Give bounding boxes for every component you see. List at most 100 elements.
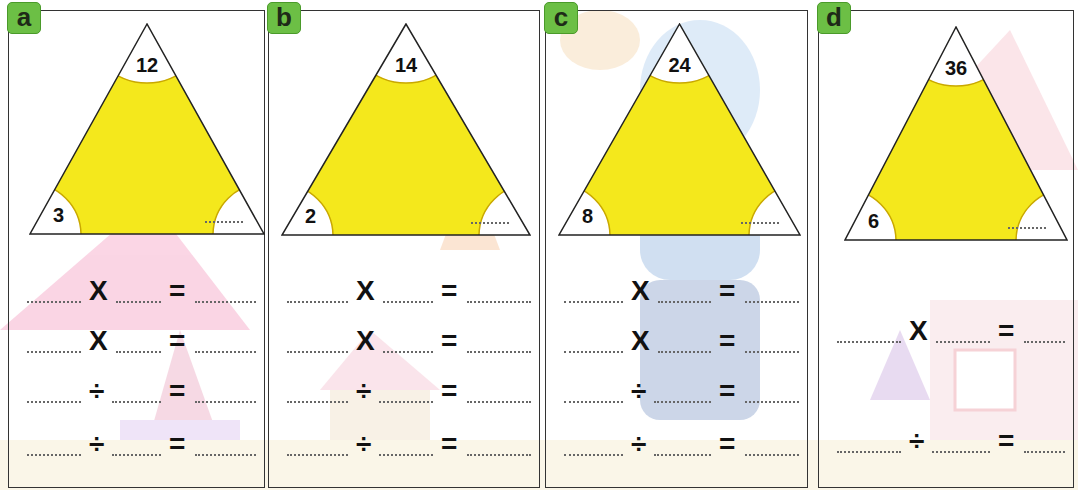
number-triangle: 366 — [844, 26, 1068, 241]
answer-blank — [287, 351, 348, 353]
operator-sign: ÷ — [631, 428, 646, 460]
answer-blank — [383, 351, 433, 353]
triangle-fill-group — [558, 23, 801, 236]
answer-blank — [27, 454, 81, 456]
equals-sign: = — [169, 428, 185, 460]
operator-sign: X — [631, 275, 650, 307]
factor-number: 3 — [53, 203, 64, 227]
operator-sign: X — [909, 315, 928, 347]
exercise-panel: cX=X=÷=÷=248 — [545, 10, 808, 488]
answer-blank — [467, 454, 531, 456]
number-triangle: 12 3 — [29, 23, 265, 235]
answer-blank — [936, 341, 990, 343]
answer-blank — [564, 301, 623, 303]
exercise-panel: aX=X=÷=÷=123 — [8, 10, 265, 488]
answer-blank — [658, 301, 711, 303]
equals-sign: = — [719, 428, 735, 460]
operator-sign: X — [356, 325, 375, 357]
equals-sign: = — [169, 375, 185, 407]
equals-sign: = — [441, 275, 457, 307]
number-triangle: 142 — [281, 23, 531, 236]
factor-number: 8 — [582, 204, 593, 228]
answer-blank — [745, 401, 799, 403]
equals-sign: = — [441, 325, 457, 357]
answer-blank — [195, 351, 256, 353]
panel-badge: c — [544, 2, 578, 34]
operator-sign: X — [89, 275, 108, 307]
boy-figure — [640, 280, 760, 420]
answer-blank — [745, 351, 799, 353]
answer-blank — [467, 401, 531, 403]
corner-sector — [213, 183, 265, 235]
answer-blank — [837, 451, 901, 453]
equals-sign: = — [441, 428, 457, 460]
answer-blank — [745, 301, 799, 303]
answer-blank — [379, 454, 433, 456]
operator-sign: ÷ — [356, 428, 371, 460]
corner-sector — [844, 189, 896, 241]
panel-letter: a — [8, 3, 40, 31]
triangle-fill-group — [29, 23, 265, 235]
corner-sector — [29, 183, 81, 235]
equals-sign: = — [998, 315, 1014, 347]
answer-blank — [471, 222, 509, 224]
house-window — [955, 350, 1015, 410]
operator-sign: ÷ — [89, 428, 104, 460]
answer-blank — [564, 351, 623, 353]
corner-sector — [896, 26, 1016, 86]
exercise-panel: dX=÷=366 — [818, 10, 1074, 488]
answer-blank — [379, 401, 433, 403]
panel-badge: a — [7, 2, 41, 34]
roof-shape — [320, 330, 440, 390]
triangle-border — [559, 24, 800, 235]
operator-sign: X — [89, 325, 108, 357]
triangle-border — [282, 24, 530, 235]
answer-blank — [195, 301, 256, 303]
triangle-fill-group — [844, 26, 1068, 241]
answer-blank — [116, 301, 161, 303]
exercise-panel: bX=X=÷=÷=142 — [268, 10, 540, 488]
answer-blank — [564, 454, 623, 456]
triangle-fill-group — [281, 23, 531, 236]
answer-blank — [27, 301, 81, 303]
corner-sector — [87, 23, 207, 83]
answer-blank — [741, 222, 779, 224]
answer-blank — [195, 401, 256, 403]
answer-blank — [112, 454, 161, 456]
answer-blank — [745, 454, 799, 456]
answer-blank — [27, 351, 81, 353]
answer-blank — [467, 351, 531, 353]
answer-blank — [654, 454, 711, 456]
corner-sector — [620, 23, 740, 83]
answer-blank — [467, 301, 531, 303]
answer-blank — [27, 401, 81, 403]
answer-blank — [1024, 451, 1065, 453]
factor-number: 6 — [868, 209, 879, 233]
operator-sign: ÷ — [909, 425, 924, 457]
panel-letter: d — [818, 3, 850, 31]
answer-blank — [564, 401, 623, 403]
corner-sector — [1016, 189, 1068, 241]
triangle-border — [845, 27, 1067, 240]
answer-blank — [1008, 227, 1046, 229]
answer-blank — [287, 454, 348, 456]
answer-blank — [383, 301, 433, 303]
answer-blank — [1024, 341, 1065, 343]
panel-letter: b — [268, 3, 300, 31]
answer-blank — [658, 351, 711, 353]
answer-blank — [116, 351, 161, 353]
triangle-border — [30, 24, 264, 234]
corner-sector — [346, 23, 466, 83]
factor-number: 2 — [305, 204, 316, 228]
panel-badge: d — [817, 2, 851, 34]
product-number: 12 — [136, 53, 158, 77]
panel-letter: c — [545, 3, 577, 31]
equals-sign: = — [169, 325, 185, 357]
equals-sign: = — [169, 275, 185, 307]
equals-sign: = — [719, 275, 735, 307]
operator-sign: X — [356, 275, 375, 307]
operator-sign: ÷ — [356, 375, 371, 407]
equals-sign: = — [441, 375, 457, 407]
number-triangle: 248 — [558, 23, 801, 236]
answer-blank — [932, 451, 990, 453]
